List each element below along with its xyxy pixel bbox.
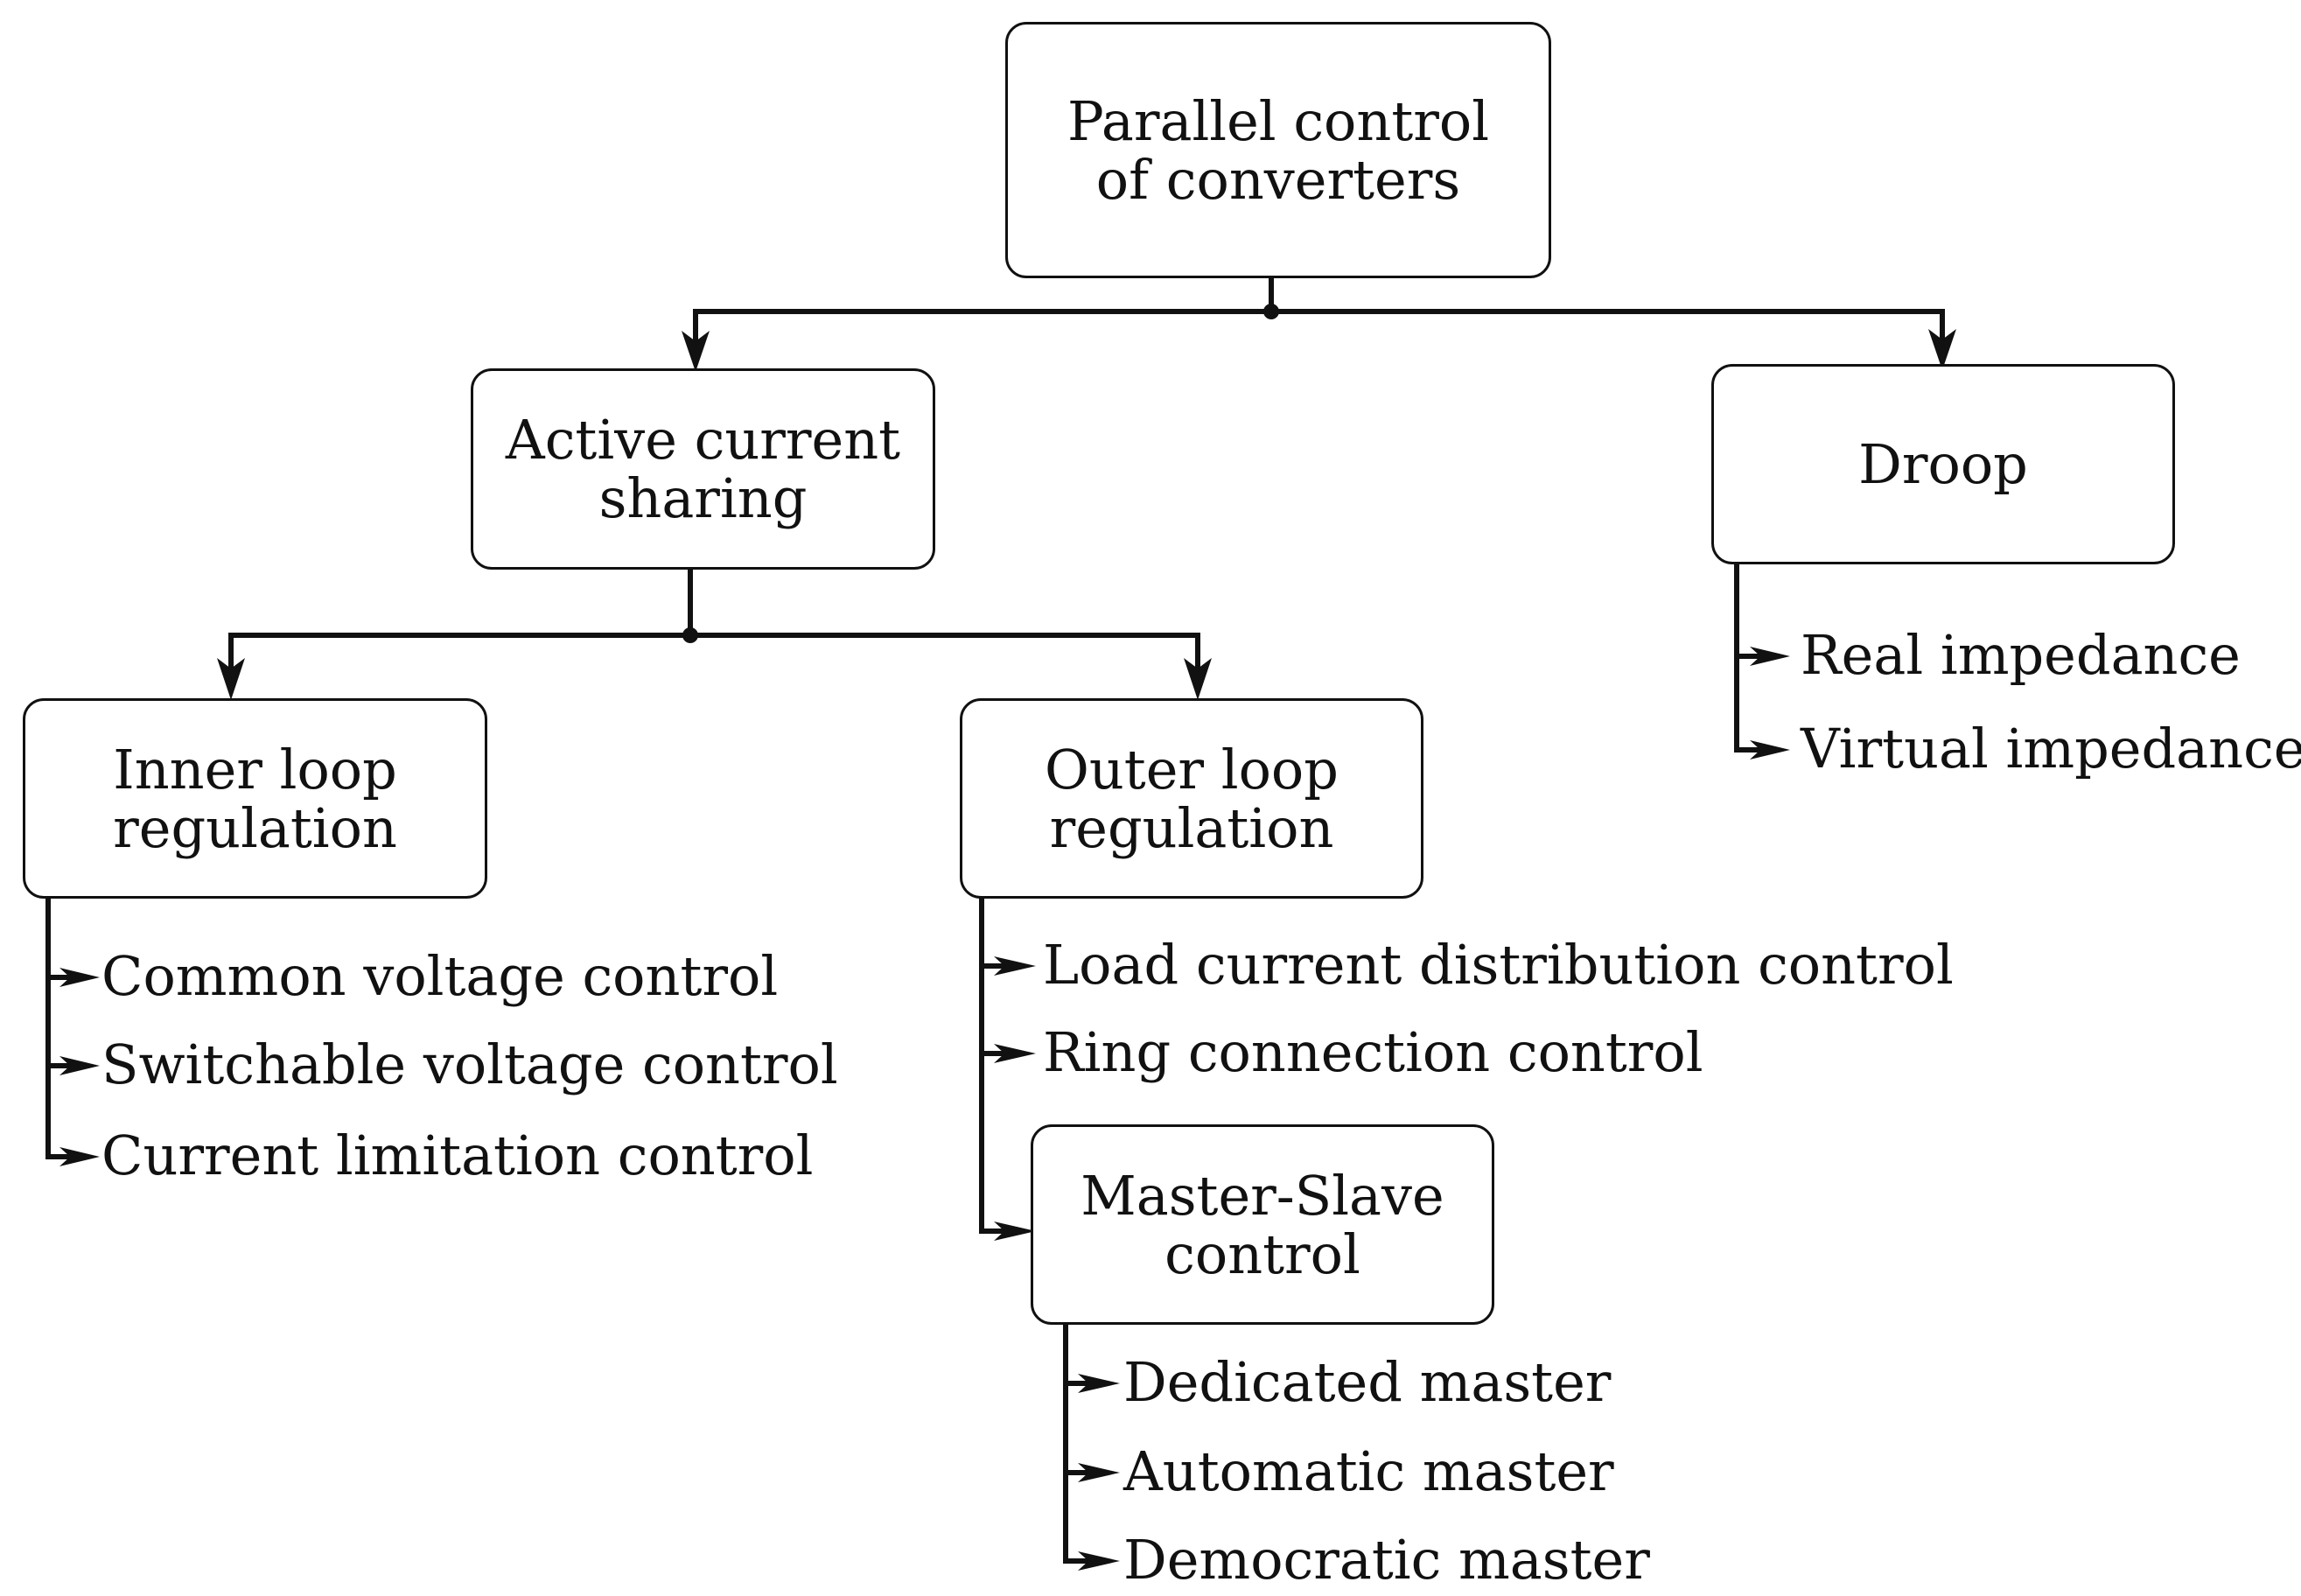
leaf-democratic-master: Democratic master: [1123, 1528, 1650, 1592]
arrowhead-to-inner: [217, 658, 245, 700]
node-active-current-sharing: Active current sharing: [471, 368, 935, 570]
arrowhead-to-outer: [1184, 658, 1212, 700]
arrowhead-master-1: [1078, 1374, 1120, 1393]
junction-dot-root: [1263, 304, 1279, 319]
leaf-switchable-voltage-control: Switchable voltage control: [101, 1032, 838, 1096]
node-master-line1: Master-Slave: [1081, 1163, 1444, 1228]
node-root-line1: Parallel control: [1067, 88, 1490, 153]
leaf-ring-connection-control: Ring connection control: [1043, 1020, 1703, 1084]
arrowhead-inner-1: [59, 968, 100, 987]
arrowhead-inner-3: [59, 1147, 100, 1166]
node-master-line2: control: [1164, 1222, 1360, 1286]
node-inner-line1: Inner loop: [113, 737, 397, 802]
arrowhead-to-droop: [1928, 329, 1956, 370]
node-active-line1: Active current: [505, 408, 901, 472]
node-outer-loop: Outer loop regulation: [960, 698, 1423, 899]
junction-dot-active: [682, 627, 698, 643]
arrowhead-outer-1: [994, 956, 1036, 976]
leaf-load-current-distribution-control: Load current distribution control: [1043, 933, 1954, 997]
trunk-master: [1063, 1322, 1096, 1564]
leaf-common-voltage-control: Common voltage control: [101, 944, 779, 1008]
arrowhead-master-2: [1078, 1463, 1120, 1482]
node-root-line2: of converters: [1095, 147, 1461, 212]
node-master-slave: Master-Slave control: [1031, 1124, 1494, 1325]
arrowhead-droop-2: [1750, 740, 1790, 760]
leaf-current-limitation-control: Current limitation control: [101, 1124, 814, 1187]
node-active-line2: sharing: [598, 466, 808, 530]
node-droop-line1: Droop: [1858, 432, 2028, 496]
node-inner-line2: regulation: [113, 795, 397, 860]
arrowhead-master-3: [1078, 1551, 1120, 1571]
node-outer-line1: Outer loop: [1045, 737, 1339, 802]
leaf-virtual-impedance: Virtual impedance: [1801, 717, 2301, 780]
trunk-droop: [1734, 562, 1770, 752]
trunk-outer: [979, 896, 1009, 1234]
arrowhead-outer-3: [994, 1222, 1036, 1241]
node-root: Parallel control of converters: [1005, 22, 1551, 278]
arrowhead-inner-2: [59, 1056, 100, 1075]
node-outer-line2: regulation: [1049, 795, 1334, 860]
leaf-dedicated-master: Dedicated master: [1123, 1350, 1612, 1414]
leaf-real-impedance: Real impedance: [1801, 623, 2241, 687]
trunk-inner: [45, 896, 81, 1159]
arrowhead-to-active: [682, 331, 710, 372]
node-inner-loop: Inner loop regulation: [23, 698, 487, 899]
node-droop: Droop: [1711, 364, 2175, 564]
leaf-automatic-master: Automatic master: [1123, 1439, 1614, 1503]
arrowhead-droop-1: [1750, 647, 1790, 666]
arrowhead-outer-2: [994, 1044, 1036, 1063]
